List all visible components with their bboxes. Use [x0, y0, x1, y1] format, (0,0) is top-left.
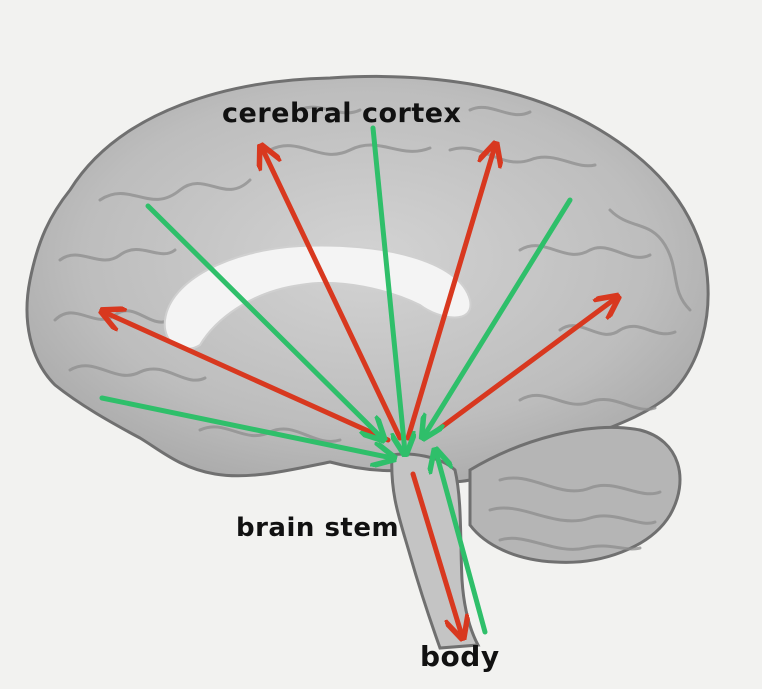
red-arrow-upper-right [405, 146, 495, 441]
green-arrow-from-upper-right [424, 197, 573, 436]
red-arrow-left [104, 312, 391, 443]
green-arrow-from-top [370, 125, 405, 452]
sulci-texture [53, 105, 692, 551]
green-arrows [99, 125, 573, 635]
body-label: body [420, 640, 500, 673]
red-arrows [104, 146, 616, 636]
red-arrow-right [432, 298, 616, 435]
green-arrow-from-upper-left [145, 203, 382, 438]
green-arrow-from-left [99, 395, 392, 458]
brain-stem-label: brain stem [236, 513, 400, 543]
green-arrow-from-body [436, 452, 488, 635]
cerebral-cortex-label: cerebral cortex [222, 98, 462, 129]
red-arrow-upper-left [262, 148, 403, 441]
cerebellum-shape [468, 425, 682, 564]
red-arrow-down-body [410, 471, 462, 636]
corpus-callosum [163, 244, 472, 350]
